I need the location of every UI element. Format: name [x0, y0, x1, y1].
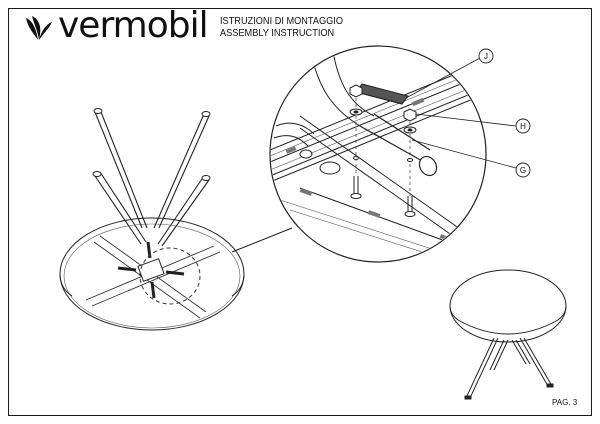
callout-g-label: G	[520, 166, 526, 175]
vermobil-logo-icon	[26, 16, 52, 40]
callout-h-marker	[515, 118, 531, 134]
callout-j-label: J	[484, 52, 488, 61]
tabletop-exploded-view	[59, 108, 293, 331]
assembled-table-view	[449, 269, 567, 400]
page-number: PAG. 3	[552, 398, 578, 407]
callout-g-marker	[515, 162, 531, 178]
brand-wordmark: vermobil	[58, 5, 209, 46]
document-titles: ISTRUZIONI DI MONTAGGIO ASSEMBLY INSTRUC…	[220, 16, 343, 40]
page-border	[8, 8, 592, 416]
title-italian: ISTRUZIONI DI MONTAGGIO	[220, 16, 344, 27]
magnified-detail-view: J H G	[269, 45, 531, 263]
callout-j-marker	[478, 48, 494, 64]
callout-h-label: H	[520, 122, 526, 131]
title-english: ASSEMBLY INSTRUCTION	[220, 28, 335, 39]
